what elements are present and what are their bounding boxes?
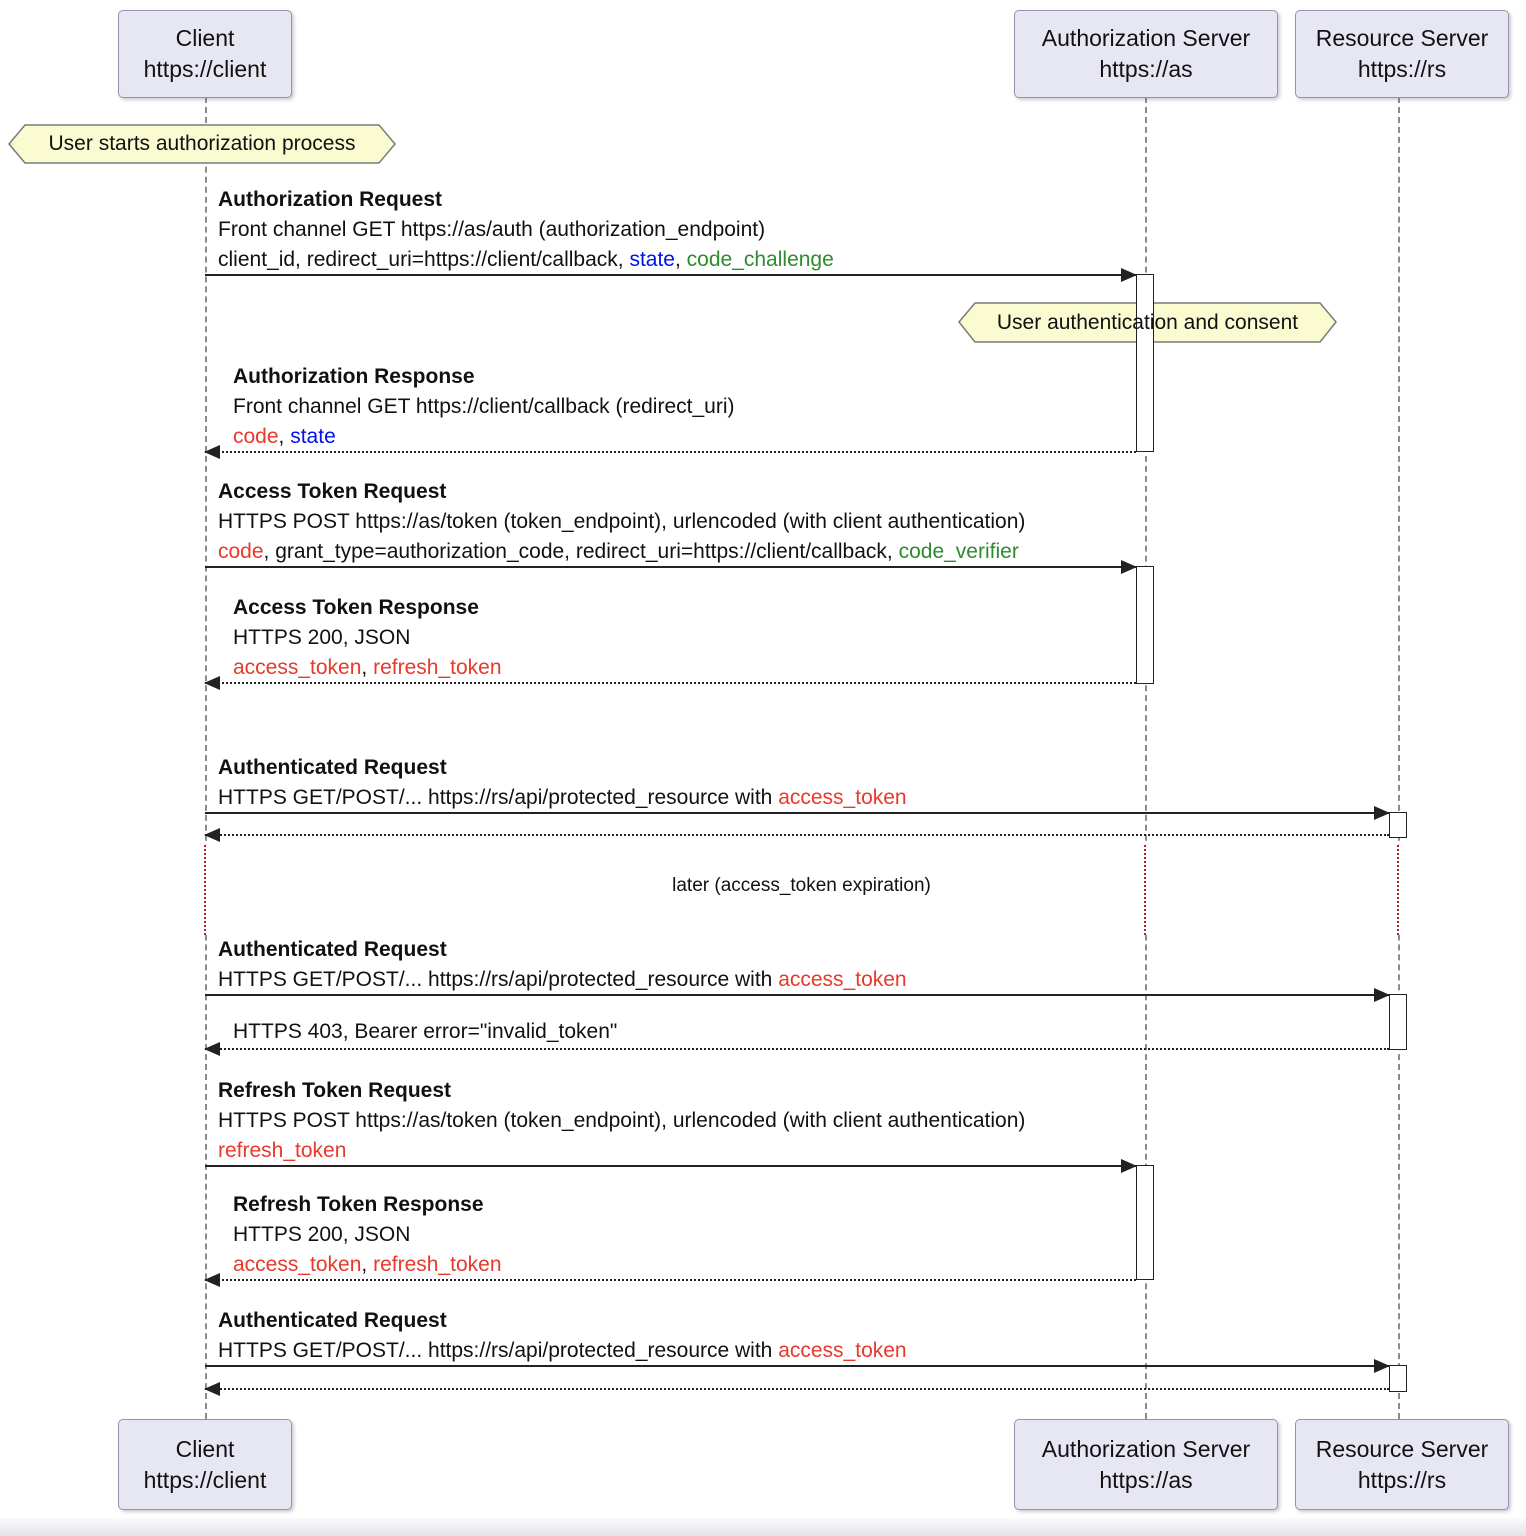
delay-segment-authorization-server (1141, 845, 1149, 935)
note-start: User starts authorization process (8, 124, 396, 164)
arrowhead-icon (204, 828, 220, 842)
arrowhead-icon (1374, 1359, 1390, 1373)
participant-url: https://rs (1357, 56, 1447, 82)
message-title: Authorization Response (233, 365, 475, 388)
message-access-token-request: Access Token Request HTTPS POST https://… (218, 477, 1025, 567)
arrowhead-icon (204, 1273, 220, 1287)
message-title: Authorization Request (218, 188, 442, 211)
delay-segment-client (201, 845, 209, 935)
arrow-authenticated-request-3 (205, 1359, 1390, 1373)
lifeline-resource-server (1398, 97, 1400, 1419)
message-refresh-token-response: Refresh Token Response HTTPS 200, JSON a… (233, 1190, 502, 1280)
participant-rs-top: Resource Server https://rs (1295, 10, 1509, 98)
activation-as-3 (1136, 1165, 1154, 1280)
arrow-access-token-response (204, 676, 1136, 690)
arrow-authenticated-request-2 (205, 988, 1390, 1002)
note-start-shape (8, 124, 396, 164)
note-consent-label: User authentication and consent (996, 310, 1299, 334)
arrowhead-icon (1121, 268, 1137, 282)
message-authorization-request: Authorization Request Front channel GET … (218, 185, 834, 275)
activation-rs-3 (1389, 1365, 1407, 1392)
note-consent: User authentication and consent (958, 302, 1337, 343)
message-title: Authenticated Request (218, 938, 447, 961)
arrowhead-icon (204, 1382, 220, 1396)
arrow-access-token-request (205, 560, 1137, 574)
note-start-label: User starts authorization process (48, 132, 356, 155)
participant-client-bottom: Client https://client (118, 1419, 292, 1510)
participant-name: Client (175, 25, 235, 51)
arrow-refresh-token-request (205, 1159, 1137, 1173)
message-title: Access Token Response (233, 596, 479, 619)
message-authenticated-request-3: Authenticated Request HTTPS GET/POST/...… (218, 1306, 907, 1366)
participant-as-top: Authorization Server https://as (1014, 10, 1278, 98)
activation-as-1 (1136, 274, 1154, 452)
arrowhead-icon (204, 445, 220, 459)
arrowhead-icon (204, 676, 220, 690)
message-title: Access Token Request (218, 480, 447, 503)
arrow-authenticated-response-3 (204, 1382, 1389, 1396)
arrow-403-response (204, 1042, 1389, 1056)
participant-name: Authorization Server (1041, 25, 1251, 51)
arrow-authorization-response (204, 445, 1136, 459)
message-403-response: HTTPS 403, Bearer error="invalid_token" (233, 1020, 618, 1043)
message-title: Refresh Token Request (218, 1079, 451, 1102)
participant-url: https://client (143, 56, 267, 82)
message-title: Authenticated Request (218, 756, 447, 779)
message-authenticated-request-1: Authenticated Request HTTPS GET/POST/...… (218, 753, 907, 813)
arrow-authenticated-response-1 (204, 828, 1389, 842)
arrow-authenticated-request-1 (205, 806, 1390, 820)
lifeline-client (205, 97, 207, 1419)
footer-band (0, 1518, 1526, 1536)
participant-rs-bottom: Resource Server https://rs (1295, 1419, 1509, 1510)
message-title: Refresh Token Response (233, 1193, 484, 1216)
message-refresh-token-request: Refresh Token Request HTTPS POST https:/… (218, 1076, 1025, 1166)
arrowhead-icon (1121, 1159, 1137, 1173)
participant-name: Client (175, 1435, 235, 1462)
activation-rs-1 (1389, 812, 1407, 838)
activation-rs-2 (1389, 994, 1407, 1050)
participant-url: https://as (1099, 56, 1193, 82)
arrowhead-icon (1374, 806, 1390, 820)
participant-as-bottom: Authorization Server https://as (1014, 1419, 1278, 1510)
arrowhead-icon (1121, 560, 1137, 574)
delay-divider-label: later (access_token expiration) (672, 875, 931, 896)
participant-client-top: Client https://client (118, 10, 292, 98)
message-authenticated-request-2: Authenticated Request HTTPS GET/POST/...… (218, 935, 907, 995)
arrow-refresh-token-response (204, 1273, 1136, 1287)
arrow-authorization-request (205, 268, 1137, 282)
lifeline-authorization-server (1145, 97, 1147, 1419)
delay-segment-resource-server (1394, 845, 1402, 935)
message-access-token-response: Access Token Response HTTPS 200, JSON ac… (233, 593, 502, 683)
message-title: Authenticated Request (218, 1309, 447, 1332)
activation-as-2 (1136, 566, 1154, 684)
participant-name: Authorization Server (1041, 1435, 1251, 1462)
participant-url: https://rs (1357, 1466, 1447, 1493)
participant-url: https://as (1099, 1466, 1193, 1493)
participant-url: https://client (143, 1466, 267, 1493)
participant-name: Resource Server (1315, 25, 1489, 51)
participant-name: Resource Server (1315, 1435, 1489, 1462)
arrowhead-icon (204, 1042, 220, 1056)
arrowhead-icon (1374, 988, 1390, 1002)
message-authorization-response: Authorization Response Front channel GET… (233, 362, 735, 452)
